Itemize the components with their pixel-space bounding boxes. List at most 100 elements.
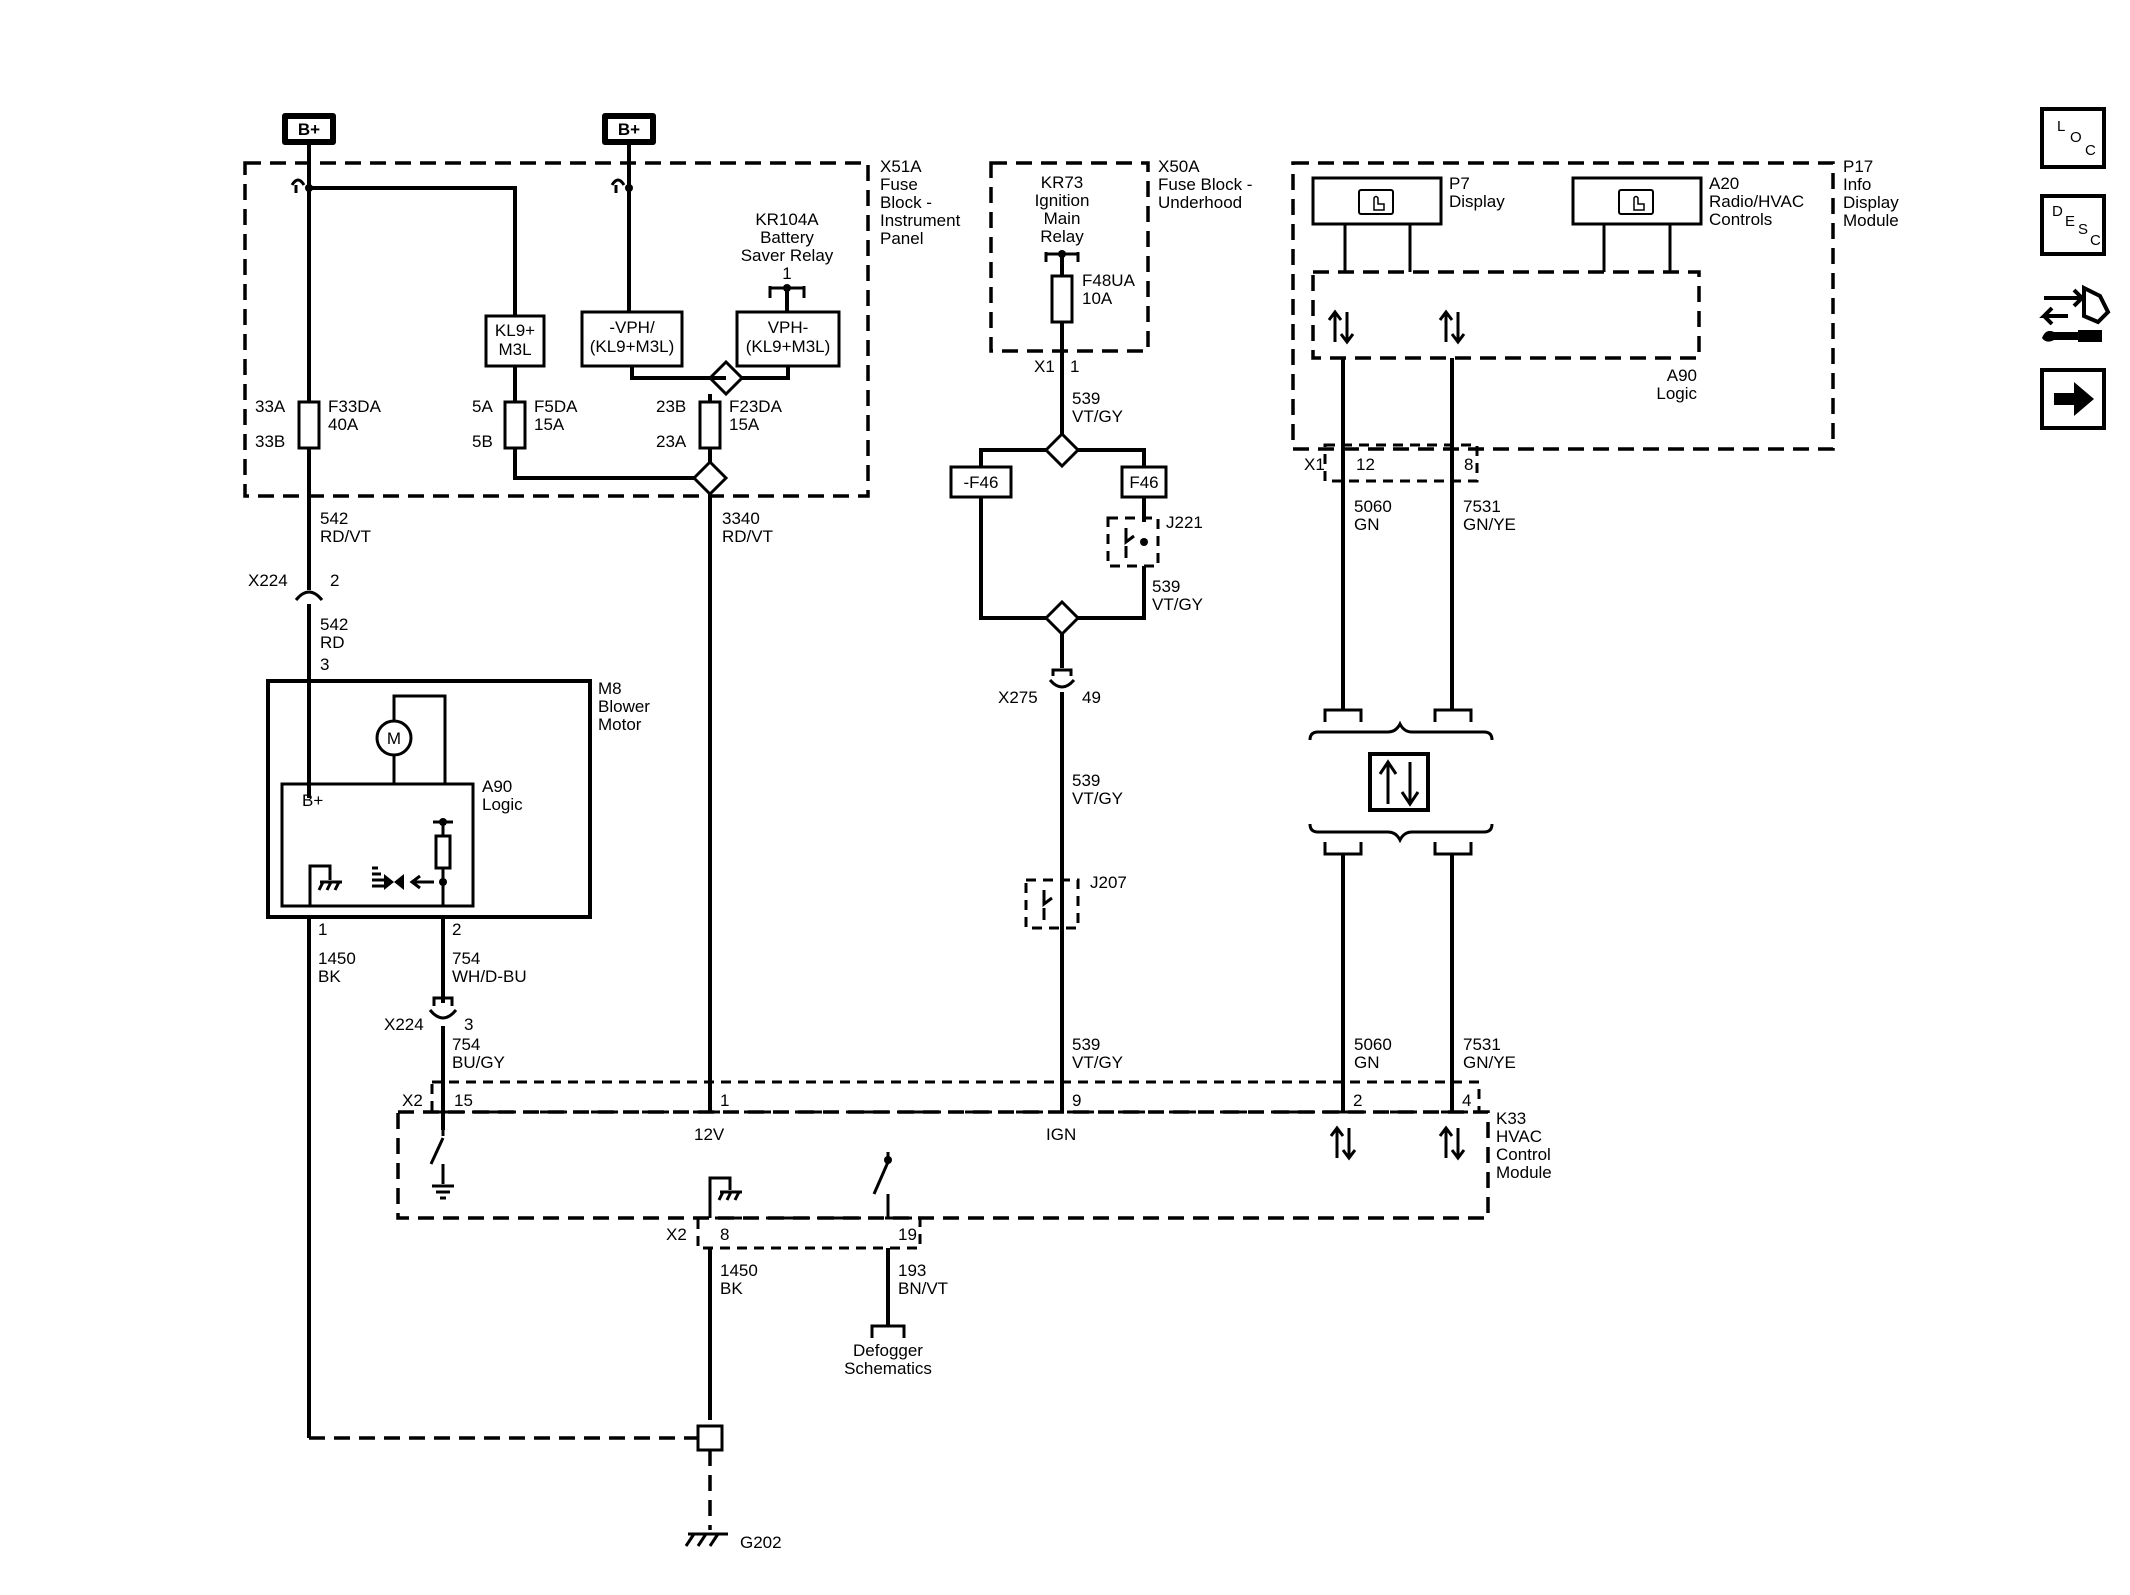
svg-text:2: 2 xyxy=(330,571,339,590)
svg-text:A20: A20 xyxy=(1709,174,1739,193)
svg-text:5B: 5B xyxy=(472,432,493,451)
svg-text:1: 1 xyxy=(782,264,791,283)
svg-text:5060: 5060 xyxy=(1354,497,1392,516)
svg-text:Relay: Relay xyxy=(1040,227,1084,246)
j221-jumper xyxy=(1106,516,1160,568)
svg-text:VT/GY: VT/GY xyxy=(1072,1053,1123,1072)
svg-text:5A: 5A xyxy=(472,397,493,416)
svg-text:F48UA: F48UA xyxy=(1082,271,1136,290)
connector-repair-icon[interactable] xyxy=(2038,280,2112,352)
svg-text:539: 539 xyxy=(1072,1035,1100,1054)
option-f46-neg xyxy=(949,465,1013,499)
svg-text:12V: 12V xyxy=(694,1125,725,1144)
svg-text:BK: BK xyxy=(720,1279,743,1298)
svg-text:M3L: M3L xyxy=(498,340,531,359)
svg-text:7531: 7531 xyxy=(1463,1035,1501,1054)
bplus-right-terminal: B+ xyxy=(602,113,656,145)
svg-text:P17: P17 xyxy=(1843,157,1873,176)
fuse-f48ua xyxy=(1050,274,1074,324)
desc-letter-d: D xyxy=(2052,203,2063,220)
svg-text:3: 3 xyxy=(320,655,329,674)
svg-text:5060: 5060 xyxy=(1354,1035,1392,1054)
svg-text:F46: F46 xyxy=(1129,473,1158,492)
svg-text:M8: M8 xyxy=(598,679,622,698)
svg-text:VPH-: VPH- xyxy=(768,318,809,337)
svg-text:539: 539 xyxy=(1072,389,1100,408)
kr73-label: KR73 Ignition Main Relay xyxy=(1035,173,1090,246)
svg-text:KR73: KR73 xyxy=(1041,173,1084,192)
svg-text:1450: 1450 xyxy=(318,949,356,968)
svg-text:Radio/HVAC: Radio/HVAC xyxy=(1709,192,1804,211)
k33-hvac-control-module-outline xyxy=(396,1110,1490,1220)
svg-text:GN/YE: GN/YE xyxy=(1463,1053,1516,1072)
svg-text:Blower: Blower xyxy=(598,697,650,716)
svg-text:Module: Module xyxy=(1843,211,1899,230)
svg-text:B+: B+ xyxy=(298,120,320,139)
fuse-f33da xyxy=(297,400,321,450)
description-button[interactable]: D E S C xyxy=(2040,194,2106,256)
fuse-f5da xyxy=(503,400,527,450)
svg-text:Instrument: Instrument xyxy=(880,211,961,230)
svg-text:X50A: X50A xyxy=(1158,157,1200,176)
svg-text:23B: 23B xyxy=(656,397,686,416)
svg-text:Fuse Block -: Fuse Block - xyxy=(1158,175,1252,194)
svg-text:P7: P7 xyxy=(1449,174,1470,193)
ground-icon xyxy=(684,1532,728,1547)
svg-text:754: 754 xyxy=(452,949,480,968)
svg-text:4: 4 xyxy=(1462,1091,1471,1110)
vph-relay xyxy=(735,310,841,368)
m8-label: M8 Blower Motor xyxy=(598,679,650,734)
desc-letter-s: S xyxy=(2078,221,2089,238)
svg-text:542: 542 xyxy=(320,509,348,528)
svg-text:RD/VT: RD/VT xyxy=(722,527,773,546)
svg-text:X51A: X51A xyxy=(880,157,922,176)
svg-text:Display: Display xyxy=(1449,192,1505,211)
svg-text:Battery: Battery xyxy=(760,228,814,247)
svg-text:3340: 3340 xyxy=(722,509,760,528)
svg-text:Controls: Controls xyxy=(1709,210,1772,229)
svg-text:-F46: -F46 xyxy=(964,473,999,492)
svg-text:X224: X224 xyxy=(384,1015,424,1034)
finger-touch-icon xyxy=(1618,189,1654,215)
svg-text:1: 1 xyxy=(1070,357,1079,376)
finger-touch-icon xyxy=(1358,189,1394,215)
svg-text:1: 1 xyxy=(318,920,327,939)
motor-icon: M xyxy=(375,719,413,757)
m8-blower-motor-outline xyxy=(266,679,592,919)
svg-text:Module: Module xyxy=(1496,1163,1552,1182)
splice-junction-bottom xyxy=(691,459,729,497)
svg-text:GN: GN xyxy=(1354,1053,1380,1072)
svg-text:Underhood: Underhood xyxy=(1158,193,1242,212)
svg-text:2: 2 xyxy=(1353,1091,1362,1110)
next-arrow-icon xyxy=(2054,382,2094,416)
svg-text:IGN: IGN xyxy=(1046,1125,1076,1144)
next-page-button[interactable] xyxy=(2040,368,2106,430)
svg-text:Motor: Motor xyxy=(598,715,642,734)
svg-text:B+: B+ xyxy=(618,120,640,139)
svg-text:-VPH/: -VPH/ xyxy=(609,318,655,337)
svg-text:Ignition: Ignition xyxy=(1035,191,1090,210)
svg-text:X275: X275 xyxy=(998,688,1038,707)
svg-text:Info: Info xyxy=(1843,175,1871,194)
svg-text:F33DA: F33DA xyxy=(328,397,382,416)
ground-splice xyxy=(696,1424,724,1452)
svg-text:Logic: Logic xyxy=(1656,384,1697,403)
svg-text:8: 8 xyxy=(1464,455,1473,474)
svg-text:Display: Display xyxy=(1843,193,1899,212)
x50a-label: X50A Fuse Block - Underhood xyxy=(1158,157,1252,212)
p17-label: P17 Info Display Module xyxy=(1843,157,1899,230)
svg-text:F5DA: F5DA xyxy=(534,397,578,416)
desc-letter-e: E xyxy=(2065,213,2076,230)
svg-text:GN: GN xyxy=(1354,515,1380,534)
svg-text:1450: 1450 xyxy=(720,1261,758,1280)
svg-text:Saver Relay: Saver Relay xyxy=(741,246,834,265)
location-button[interactable]: L O C xyxy=(2040,107,2106,169)
svg-text:VT/GY: VT/GY xyxy=(1072,789,1123,808)
svg-text:K33: K33 xyxy=(1496,1109,1526,1128)
x2-top-connector xyxy=(430,1080,1481,1114)
svg-text:15: 15 xyxy=(454,1091,473,1110)
svg-text:BK: BK xyxy=(318,967,341,986)
svg-text:J221: J221 xyxy=(1166,513,1203,532)
loc-letter-o: O xyxy=(2070,129,2082,146)
svg-text:BN/VT: BN/VT xyxy=(898,1279,948,1298)
